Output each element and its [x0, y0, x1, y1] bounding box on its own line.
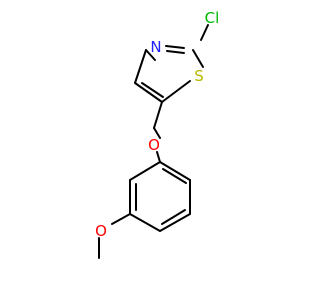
- bond-ar-c4-c5: [129, 213, 161, 232]
- bond-c4-c5-inner: [141, 82, 164, 98]
- bond-ar-o-methoxy: [111, 213, 131, 225]
- bond-n3-c4-ring: [134, 49, 147, 84]
- bond-ar-c1-c2: [159, 161, 191, 181]
- bond-o-aryl: [156, 151, 161, 163]
- atom-nitrogen-label: N: [150, 38, 161, 56]
- bond-ar-inner-1: [162, 168, 187, 184]
- bond-ar-c6-c1: [129, 161, 161, 181]
- bond-c2-n3-double: [166, 50, 185, 54]
- bond-c2-n3: [165, 45, 185, 49]
- atom-methoxy-oxygen-label: O: [95, 222, 107, 240]
- bond-c5-ch2: [153, 101, 163, 129]
- bond-c2-s1: [192, 49, 204, 68]
- atom-ether-oxygen-label: O: [148, 136, 160, 154]
- structure-canvas: Cl N S O O: [95, 9, 220, 259]
- bond-ar-c3-c4: [159, 213, 191, 232]
- bond-c4-c5-double: [134, 82, 163, 103]
- atom-chlorine-label: Cl: [205, 9, 220, 27]
- bond-ar-inner-2: [161, 209, 186, 225]
- bond-c2-cl: [200, 24, 209, 41]
- chemical-structure-drawing: Cl N S O O: [95, 9, 220, 259]
- bond-c5-s1: [161, 80, 191, 103]
- atom-sulfur-label: S: [194, 67, 204, 85]
- bond-n3-c4: [145, 49, 156, 61]
- bond-ch2-o: [153, 127, 161, 139]
